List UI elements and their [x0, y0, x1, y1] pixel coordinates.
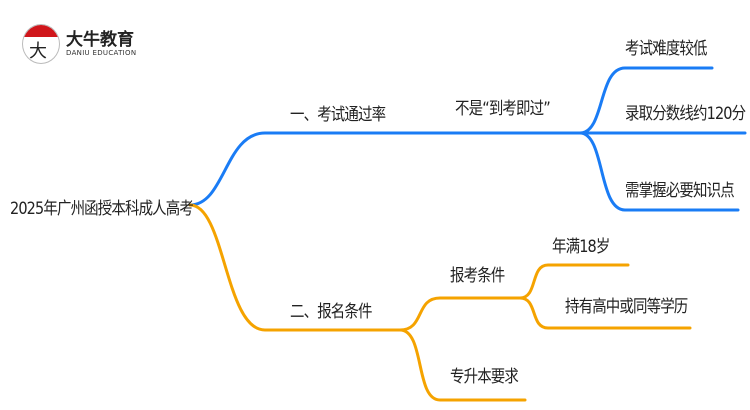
logo-subtitle: DANIU EDUCATION	[66, 49, 137, 57]
leaf-required-knowledge: 需掌握必要知识点	[625, 181, 735, 201]
leaf-age: 年满18岁	[552, 237, 610, 257]
leaf-admission-score: 录取分数线约120分	[625, 104, 746, 124]
root-node: 2025年广州函授本科成人高考	[10, 199, 194, 219]
logo-mark-text: 大牛	[29, 41, 47, 62]
link-sub2	[398, 328, 527, 402]
logo-name: 大牛教育	[66, 30, 134, 50]
link-leaf3	[578, 131, 740, 212]
node-not-guaranteed: 不是“到考即过”	[455, 99, 551, 119]
link-sub1	[398, 296, 522, 332]
leaf-low-difficulty: 考试难度较低	[625, 39, 707, 59]
link-sub1-leaf2	[518, 296, 692, 330]
logo: 大牛 大牛教育 DANIU EDUCATION	[22, 24, 136, 64]
node-upgrade-requirements: 专升本要求	[450, 367, 519, 387]
link-sub1-leaf1	[518, 263, 630, 300]
branch-registration: 二、报名条件	[290, 302, 372, 322]
branch-exam-pass-rate: 一、考试通过率	[290, 105, 386, 125]
link-root-branch2	[188, 203, 402, 332]
node-requirements: 报考条件	[450, 266, 505, 286]
leaf-education: 持有高中或同等学历	[565, 297, 688, 317]
link-root-branch1	[188, 131, 582, 207]
link-leaf1	[578, 66, 714, 135]
logo-icon: 大牛	[22, 24, 60, 64]
